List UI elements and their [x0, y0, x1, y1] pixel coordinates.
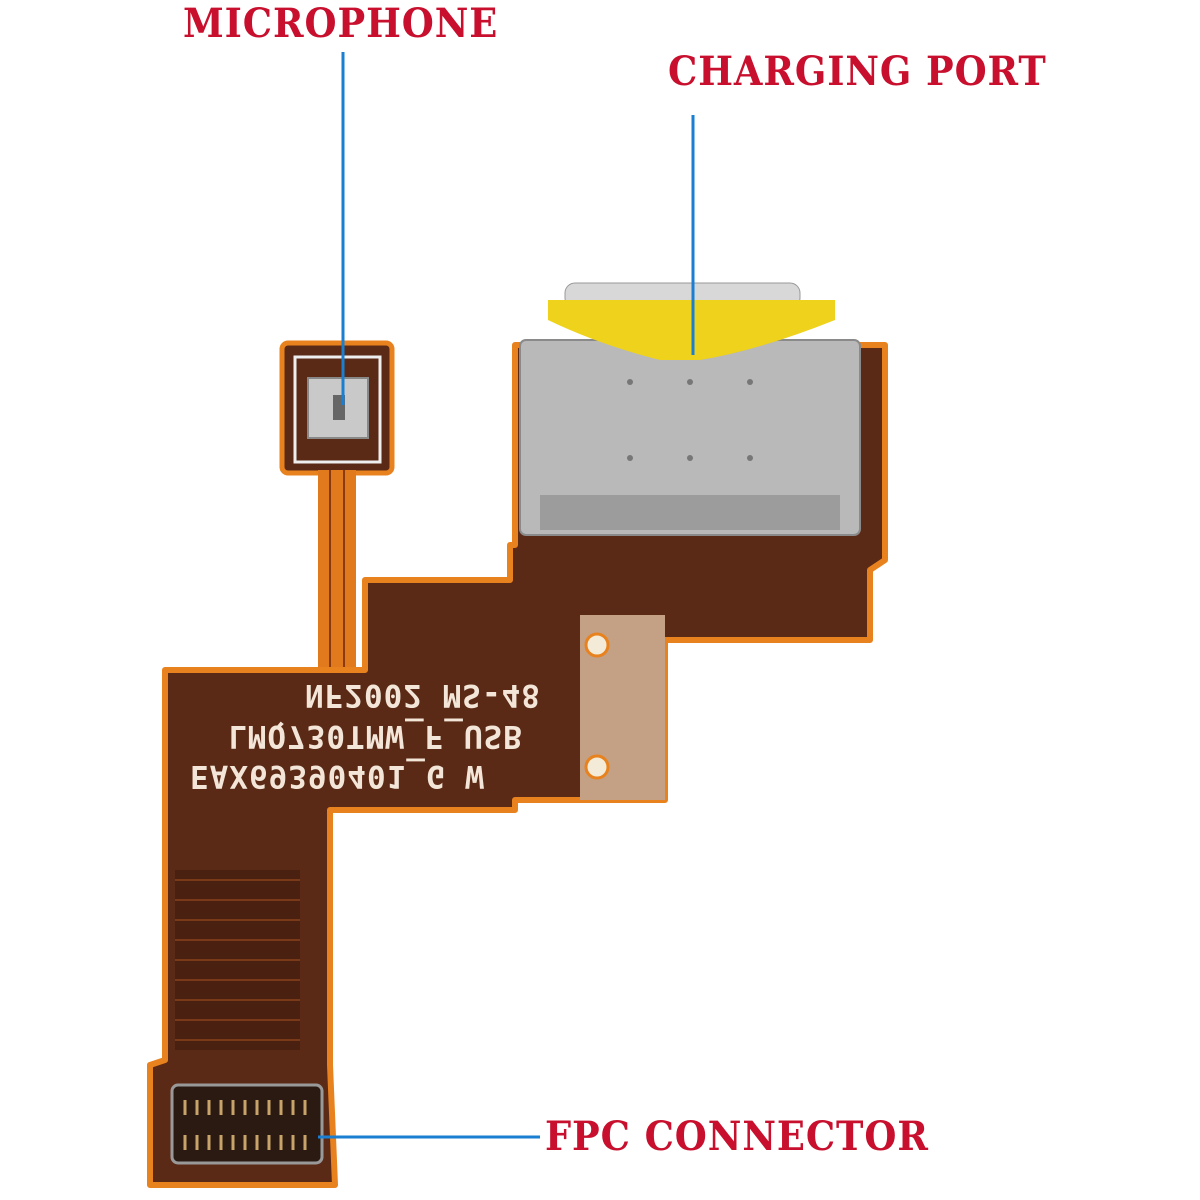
flex-strip — [318, 470, 356, 675]
fpc-connector-label: FPC CONNECTOR — [545, 1113, 929, 1160]
charging-port-label: CHARGING PORT — [668, 48, 1047, 95]
board-marking-line2: LMQ730TMW_F_USB — [228, 718, 523, 754]
pcb-board — [147, 342, 888, 1188]
board-marking-line1: NF2002 MS-48 — [305, 677, 541, 713]
fpc-connector — [170, 1083, 324, 1165]
microphone-label: MICROPHONE — [183, 0, 499, 47]
board-marking-line3: EAX69390401_G W — [190, 758, 485, 794]
microphone-frame — [293, 355, 382, 464]
